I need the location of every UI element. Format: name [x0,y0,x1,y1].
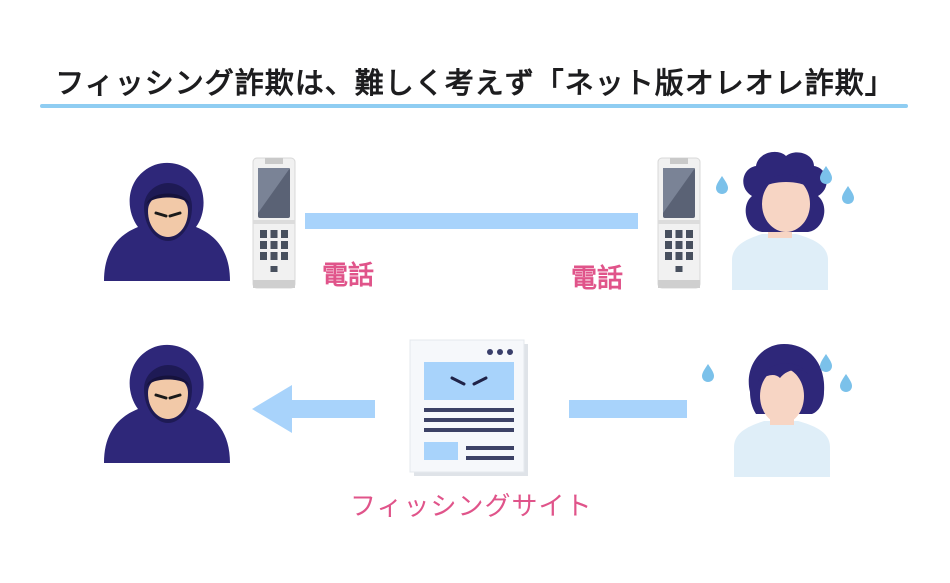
scammer-top-icon [102,161,232,283]
sweat-drop-icon [842,186,854,204]
sweat-drop-icon [716,176,728,194]
phone-right-icon [657,157,701,289]
elderly-victim-icon [732,151,828,290]
sweat-drop-icon [820,166,832,184]
phone-label-left: 電話 [322,261,375,291]
title-underline [40,104,908,108]
phone-label-right: 電話 [571,264,624,294]
young-victim-icon [734,344,830,477]
page-title: フィッシング詐欺は、難しく考えず「ネット版オレオレ詐欺」 [55,66,895,100]
call-connection-bar [305,213,638,229]
phishing-site-label: フィッシングサイト [350,492,593,522]
phone-left-icon [252,157,296,289]
phishing-site-icon [409,339,528,476]
sweat-drop-icon [820,354,832,372]
site-connection-bar [569,400,687,418]
left-arrow-icon [252,385,375,433]
sweat-drop-icon [702,364,714,382]
sweat-drop-icon [840,374,852,392]
scammer-bottom-icon [102,343,232,465]
